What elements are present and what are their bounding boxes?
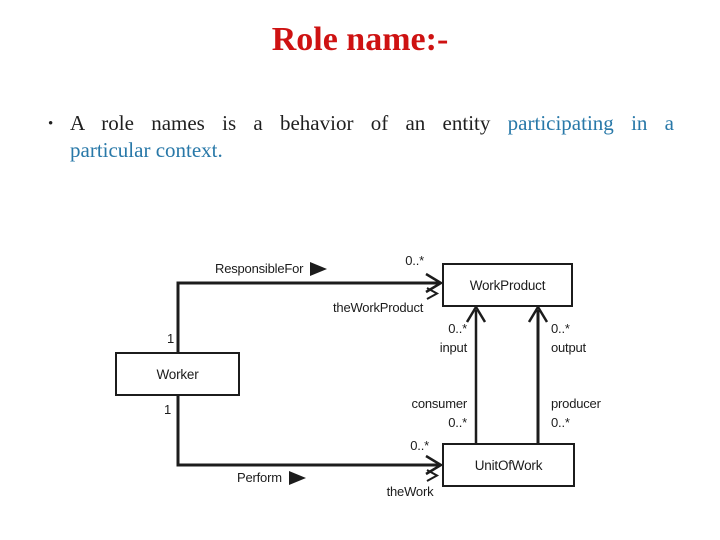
bullet-line-2: particular context. <box>70 138 223 162</box>
perform-association-line <box>176 396 440 467</box>
class-name-worker: Worker <box>156 366 199 382</box>
perform-label: Perform <box>237 468 306 487</box>
class-name-unitofwork: UnitOfWork <box>474 457 543 473</box>
multiplicity-workproduct-end: 0..* <box>405 253 424 268</box>
consumer-multiplicity: 0..* <box>448 415 467 430</box>
bullet-marker-icon: • <box>48 116 54 132</box>
responsiblefor-association-line <box>176 281 440 352</box>
direction-arrow-icon <box>310 262 328 276</box>
class-box-worker: Worker <box>115 352 240 396</box>
direction-arrow-icon <box>288 471 306 485</box>
page-title: Role name:- <box>271 21 449 58</box>
input-role-label: 0..* input <box>410 319 467 357</box>
multiplicity-worker-bottom: 1 <box>163 402 171 417</box>
open-arrowhead-icon <box>527 304 549 323</box>
output-role-label: 0..* output <box>551 319 586 357</box>
open-arrowhead-icon <box>425 272 444 294</box>
responsiblefor-text: ResponsibleFor <box>215 261 304 276</box>
perform-text: Perform <box>237 470 282 485</box>
open-arrowhead-icon <box>426 287 440 300</box>
role-thework-label: theWork <box>386 484 434 499</box>
class-box-unitofwork: UnitOfWork <box>442 443 575 487</box>
role-theworkproduct-label: theWorkProduct <box>333 300 424 315</box>
output-role-name: output <box>551 340 586 355</box>
input-role-name: input <box>439 340 467 355</box>
multiplicity-unitofwork-end: 0..* <box>410 438 429 453</box>
open-arrowhead-icon <box>465 304 487 323</box>
bullet-item: • A role names is a behavior of an entit… <box>48 110 674 164</box>
output-multiplicity: 0..* <box>551 321 570 336</box>
responsiblefor-label: ResponsibleFor <box>215 259 328 278</box>
open-arrowhead-icon <box>426 469 440 482</box>
multiplicity-worker-top: 1 <box>166 331 174 346</box>
producer-role-label: producer 0..* <box>551 394 601 432</box>
bullet-line-1: A role names is a behavior of an entity … <box>70 110 674 137</box>
class-name-workproduct: WorkProduct <box>469 277 546 293</box>
input-multiplicity: 0..* <box>448 321 467 336</box>
class-box-workproduct: WorkProduct <box>442 263 573 307</box>
bullet-lead-text: A role names is a behavior of an entity <box>70 111 491 135</box>
bullet-text: A role names is a behavior of an entity … <box>70 110 674 164</box>
producer-role-name: producer <box>551 396 601 411</box>
consumer-role-name: consumer <box>411 396 468 411</box>
open-arrowhead-icon <box>425 454 444 476</box>
consumer-role-label: consumer 0..* <box>403 394 468 432</box>
uml-class-diagram: Worker WorkProduct UnitOfWork Responsibl… <box>110 248 620 506</box>
association-lines <box>176 272 549 482</box>
producer-multiplicity: 0..* <box>551 415 570 430</box>
bullet-highlight-text: participating in a <box>507 111 674 135</box>
